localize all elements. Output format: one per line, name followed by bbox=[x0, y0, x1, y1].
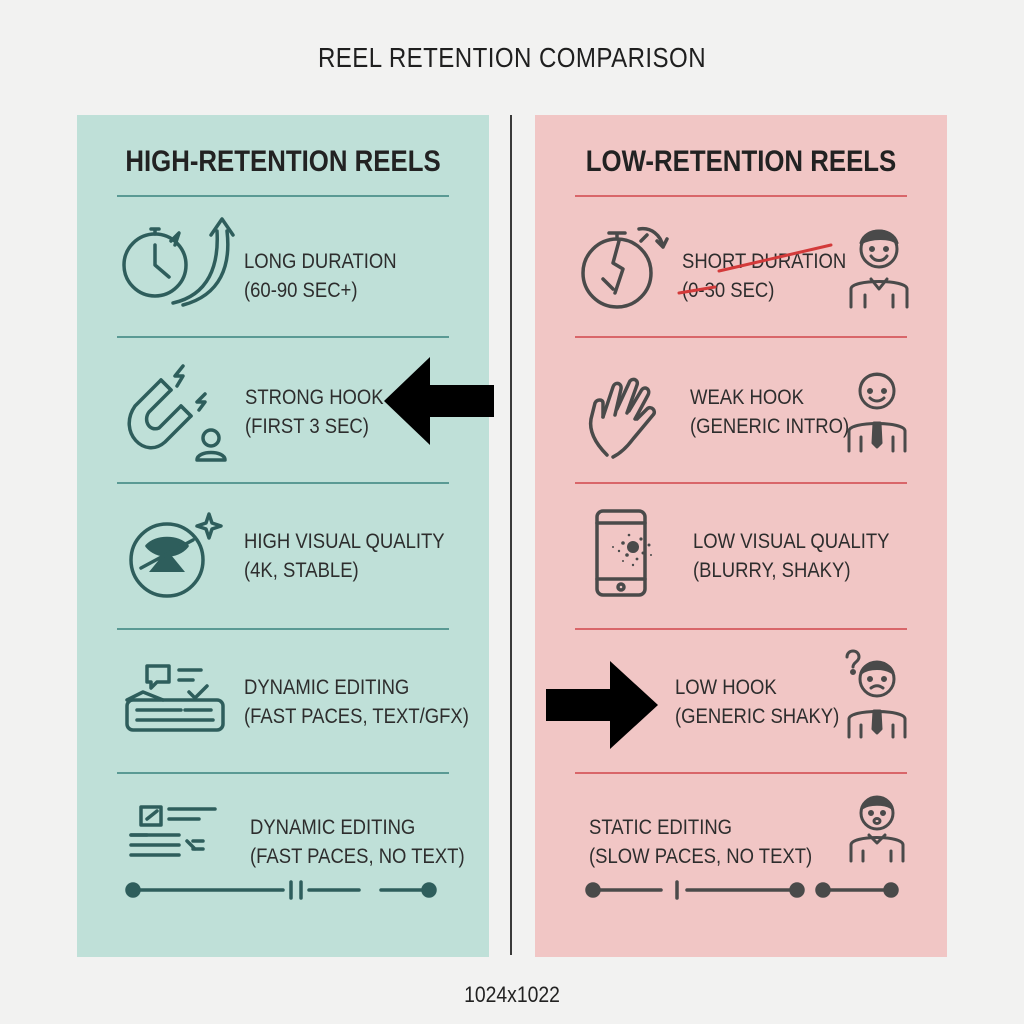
divider-rule bbox=[575, 336, 907, 338]
page-title: REEL RETENTION COMPARISON bbox=[317, 42, 707, 73]
broken-stopwatch-icon bbox=[579, 223, 669, 313]
cracked-phone-icon bbox=[593, 507, 673, 599]
dimension-label: 1024x1022 bbox=[464, 982, 560, 1007]
item-detail: (SLOW PACES, NO TEXT) bbox=[589, 845, 813, 868]
editing-timeline-icon bbox=[123, 662, 233, 737]
item-detail: (0-30 SEC) bbox=[682, 279, 775, 302]
magnet-icon bbox=[119, 358, 229, 468]
item-title: HIGH VISUAL QUALITY bbox=[244, 530, 445, 553]
item-detail: (60-90 SEC+) bbox=[244, 279, 358, 302]
high-retention-heading: HIGH-RETENTION REELS bbox=[125, 145, 441, 178]
high-retention-item: STRONG HOOK (FIRST 3 SEC) bbox=[245, 383, 384, 441]
high-retention-item: HIGH VISUAL QUALITY (4K, STABLE) bbox=[244, 527, 445, 585]
person-with-tie-icon bbox=[845, 367, 909, 453]
divider-rule bbox=[575, 628, 907, 630]
surprised-person-icon bbox=[845, 791, 909, 863]
right-pointing-arrow-icon bbox=[546, 661, 658, 754]
item-title: DYNAMIC EDITING bbox=[250, 816, 416, 839]
divider-rule bbox=[575, 195, 907, 197]
item-detail: (GENERIC INTRO) bbox=[690, 415, 850, 438]
item-detail: (GENERIC SHAKY) bbox=[675, 705, 840, 728]
item-title: STRONG HOOK bbox=[245, 386, 384, 409]
edit-layers-icon bbox=[127, 803, 227, 863]
clock-up-arrow-icon bbox=[121, 215, 241, 310]
high-retention-item: LONG DURATION (60-90 SEC+) bbox=[244, 247, 397, 305]
strikethrough-mark bbox=[675, 241, 835, 306]
item-title: LOW VISUAL QUALITY bbox=[693, 530, 890, 553]
item-detail: (FAST PACES, TEXT/GFX) bbox=[244, 705, 469, 728]
high-retention-panel: HIGH-RETENTION REELS LONG DURATION (60-9… bbox=[77, 115, 489, 957]
high-retention-item: DYNAMIC EDITING (FAST PACES, NO TEXT) bbox=[250, 813, 465, 871]
item-detail: (FAST PACES, NO TEXT) bbox=[250, 845, 465, 868]
item-detail: (FIRST 3 SEC) bbox=[245, 415, 369, 438]
low-retention-panel: LOW-RETENTION REELS SHORT DURATION (0-30… bbox=[535, 115, 947, 957]
divider-rule bbox=[117, 772, 449, 774]
center-divider bbox=[510, 115, 512, 955]
high-retention-item: DYNAMIC EDITING (FAST PACES, TEXT/GFX) bbox=[244, 673, 469, 731]
camera-aperture-icon bbox=[127, 510, 227, 600]
divider-rule bbox=[117, 482, 449, 484]
low-retention-item: WEAK HOOK (GENERIC INTRO) bbox=[690, 383, 849, 441]
left-pointing-arrow-icon bbox=[384, 357, 496, 450]
divider-rule bbox=[117, 628, 449, 630]
low-retention-heading: LOW-RETENTION REELS bbox=[585, 145, 897, 178]
item-title: WEAK HOOK bbox=[690, 386, 804, 409]
item-detail: (BLURRY, SHAKY) bbox=[693, 559, 851, 582]
divider-rule bbox=[575, 772, 907, 774]
confused-person-icon bbox=[841, 647, 911, 739]
divider-rule bbox=[575, 482, 907, 484]
divider-rule bbox=[117, 336, 449, 338]
open-hand-icon bbox=[585, 373, 665, 459]
item-title: LONG DURATION bbox=[244, 250, 397, 273]
timeline-scrubber-icon bbox=[585, 880, 905, 900]
low-retention-item: STATIC EDITING (SLOW PACES, NO TEXT) bbox=[589, 813, 812, 871]
low-retention-item: LOW VISUAL QUALITY (BLURRY, SHAKY) bbox=[693, 527, 889, 585]
item-title: STATIC EDITING bbox=[589, 816, 733, 839]
item-detail: (4K, STABLE) bbox=[244, 559, 359, 582]
smiling-person-icon bbox=[847, 223, 911, 309]
low-retention-item: LOW HOOK (GENERIC SHAKY) bbox=[675, 673, 839, 731]
timeline-scrubber-icon bbox=[123, 880, 443, 900]
divider-rule bbox=[117, 195, 449, 197]
item-title: DYNAMIC EDITING bbox=[244, 676, 410, 699]
item-title: LOW HOOK bbox=[675, 676, 777, 699]
